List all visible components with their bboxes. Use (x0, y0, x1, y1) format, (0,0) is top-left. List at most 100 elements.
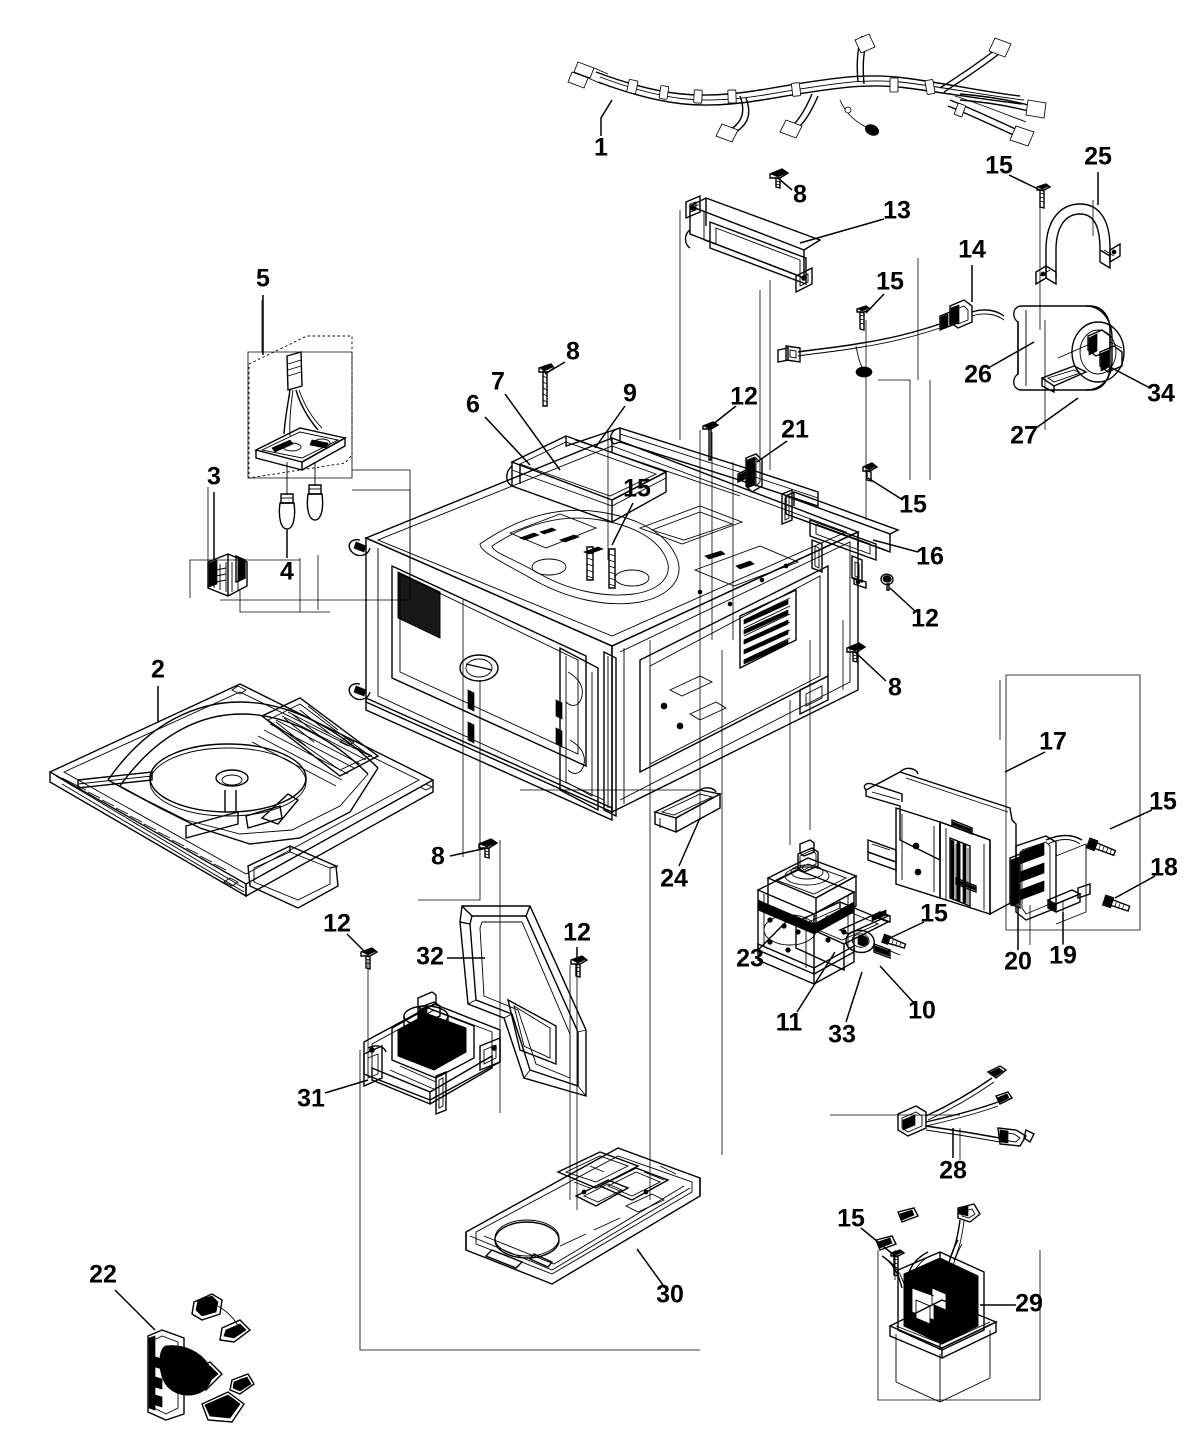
callout-number-6: 6 (466, 391, 480, 419)
callout-number-12d: 12 (563, 919, 591, 947)
callout-leader-12c (346, 933, 369, 956)
callout-leader-27 (1035, 397, 1079, 429)
part-thermostat-sensor (777, 299, 1005, 378)
callout-number-24: 24 (660, 865, 688, 893)
callout-number-8: 8 (566, 338, 580, 366)
part-lamp-socket-clip (207, 553, 248, 597)
callout-number-13: 13 (883, 197, 911, 225)
callout-number-21: 21 (781, 416, 809, 444)
part-vent-grille-duct (684, 194, 822, 294)
callout-number-34: 34 (1147, 380, 1175, 408)
callout-leader-17 (1004, 751, 1046, 773)
callout-number-15f: 15 (920, 900, 948, 928)
callout-number-15d: 15 (899, 491, 927, 519)
callout-number-8c: 8 (888, 674, 902, 702)
callout-leader-18 (1114, 875, 1156, 899)
callout-number-2: 2 (151, 656, 165, 684)
callout-number-17: 17 (1039, 728, 1067, 756)
callout-leader-23 (757, 917, 791, 951)
callout-number-14: 14 (958, 236, 986, 264)
callout-leader-21 (756, 440, 788, 463)
part-base-plate (465, 1147, 701, 1285)
callout-leader-8c (854, 651, 887, 682)
callout-number-11: 11 (776, 1009, 803, 1037)
callout-leader-8d (449, 847, 488, 857)
callout-number-20: 20 (1004, 948, 1032, 976)
part-blower-fan-housing (863, 767, 1091, 925)
callout-number-12b: 12 (911, 605, 939, 633)
callout-number-33: 33 (828, 1021, 856, 1049)
callout-number-15c: 15 (876, 268, 904, 296)
part-side-mounting-bracket (781, 488, 900, 589)
callout-number-3: 3 (207, 463, 221, 491)
callout-leader-12b (889, 587, 917, 613)
callout-leader-22 (114, 1289, 156, 1331)
callout-leader-1 (600, 99, 613, 136)
callout-number-28: 28 (939, 1157, 967, 1185)
callout-leader-15b (1008, 174, 1041, 191)
callout-leader-31 (324, 1079, 369, 1094)
callout-leader-7 (504, 393, 561, 471)
callout-leader-13 (799, 218, 885, 244)
part-control-switch-parts (147, 1293, 255, 1423)
callout-leader-15 (611, 502, 634, 546)
callout-number-31: 31 (297, 1085, 325, 1113)
callout-leader-24 (678, 817, 701, 867)
part-magnetron (756, 839, 901, 986)
callout-leader-11 (796, 951, 836, 1013)
part-wire-harness (567, 33, 1047, 147)
callout-leader-34 (1111, 367, 1151, 389)
callout-number-1: 1 (594, 134, 608, 162)
part-duct-and-top-panel (506, 427, 819, 523)
callout-number-15: 15 (623, 475, 651, 503)
callout-leader-9 (594, 405, 626, 449)
callout-leader-33 (845, 971, 863, 1023)
callout-number-12c: 12 (323, 910, 351, 938)
callout-number-19: 19 (1049, 942, 1077, 970)
callout-number-8b: 8 (793, 181, 807, 209)
callout-number-23: 23 (736, 945, 764, 973)
callout-number-7: 7 (491, 368, 505, 396)
callout-leader-15e (1109, 809, 1153, 830)
callout-number-15g: 15 (837, 1205, 865, 1233)
part-lead-wire-assembly (897, 1065, 1035, 1147)
part-lamp-bracket-assembly (248, 335, 353, 540)
part-door-seal-frame (459, 905, 587, 1097)
callout-leader-10 (879, 965, 914, 1003)
part-stirrer-motor-assembly (363, 991, 501, 1116)
callout-leader-15d (867, 477, 904, 501)
callout-number-25: 25 (1084, 143, 1112, 171)
callout-leader-16 (872, 539, 919, 553)
part-latch-hook (737, 453, 763, 493)
part-high-voltage-transformer (875, 1203, 998, 1403)
callout-leader-8b (777, 177, 793, 191)
callout-number-15e: 15 (1149, 788, 1177, 816)
callout-number-10: 10 (908, 997, 936, 1025)
callout-number-22: 22 (89, 1261, 117, 1289)
fasteners (360, 168, 1131, 1277)
callout-number-18: 18 (1150, 854, 1178, 882)
callout-number-4: 4 (280, 558, 294, 586)
callout-leader-26 (989, 341, 1035, 368)
callout-number-27: 27 (1010, 422, 1038, 450)
callout-number-29: 29 (1015, 1290, 1043, 1318)
callout-number-5: 5 (256, 265, 270, 293)
callout-number-12: 12 (730, 383, 758, 411)
callout-leader-15g (860, 1227, 896, 1257)
callout-number-8d: 8 (431, 843, 445, 871)
callout-leader-15c (865, 293, 885, 314)
callout-number-15b: 15 (985, 152, 1013, 180)
callout-number-16: 16 (916, 543, 944, 571)
callout-number-30: 30 (656, 1281, 684, 1309)
part-high-voltage-capacitor (1013, 305, 1125, 394)
part-capacitor-mount-strap (1035, 203, 1121, 286)
part-bottom-duct-clip (653, 787, 723, 834)
part-cabinet-body (348, 437, 860, 822)
callout-leader-6 (484, 416, 531, 466)
callout-leader-8 (544, 361, 566, 375)
callout-leader-15f (889, 921, 925, 939)
callout-number-26: 26 (964, 361, 992, 389)
